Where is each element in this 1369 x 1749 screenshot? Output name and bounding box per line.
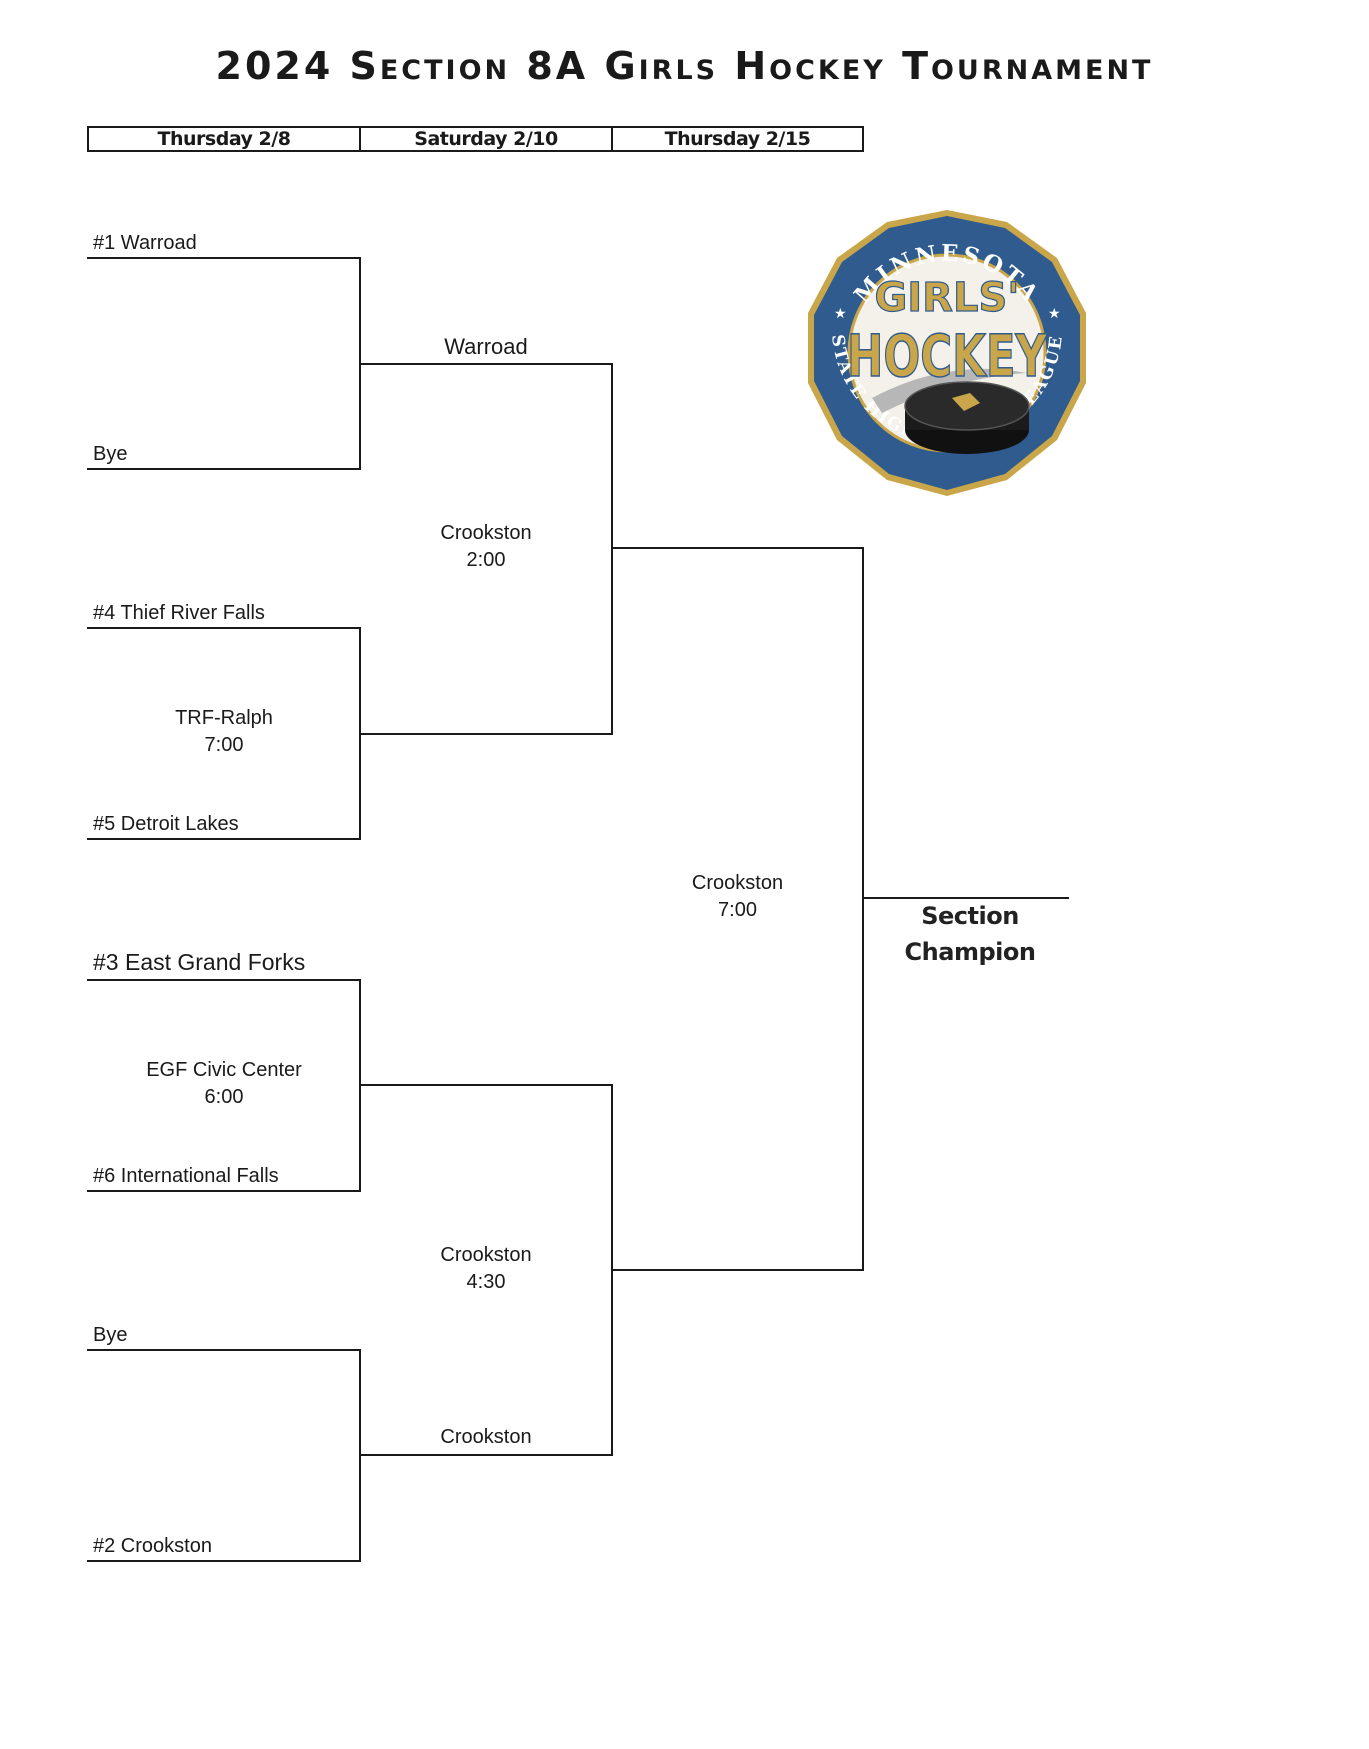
team-bye-top: Bye — [93, 443, 128, 465]
bracket-line-seed3 — [87, 979, 361, 981]
game-venue: Crookston — [440, 1244, 532, 1266]
round-header-1: Thursday 2/8 — [87, 126, 361, 152]
bracket-line-seed6 — [87, 1190, 361, 1192]
bracket-join-sf1 — [611, 363, 613, 735]
bracket-line-r3-2 — [611, 1269, 864, 1271]
bracket-line-r3-1 — [611, 547, 864, 549]
logo-text-line2: HOCKEY — [847, 322, 1048, 390]
team-seed6: #6 International Falls — [93, 1165, 279, 1187]
logo-text-line1: GIRLS' — [874, 275, 1019, 321]
round-header-3: Thursday 2/15 — [611, 126, 864, 152]
team-bye-bottom: Bye — [93, 1324, 128, 1346]
game-time: 4:30 — [466, 1271, 506, 1293]
game-venue: Crookston — [691, 872, 784, 894]
bracket-line-r2-4 — [359, 1454, 613, 1456]
game-qf-trf: TRF-Ralph 7:00 — [87, 705, 361, 759]
winner-qf1: Warroad — [444, 334, 528, 359]
game-qf-egf: EGF Civic Center 6:00 — [87, 1057, 361, 1111]
bracket-line-seed1 — [87, 257, 361, 259]
game-venue: EGF Civic Center — [146, 1059, 302, 1081]
team-seed2: #2 Crookston — [93, 1535, 212, 1557]
bracket-line-seed5 — [87, 838, 361, 840]
champion-label-line1: Section — [921, 902, 1019, 930]
game-venue: Crookston — [440, 522, 532, 544]
game-time: 7:00 — [204, 734, 244, 756]
game-final: Crookston 7:00 — [611, 870, 864, 924]
bracket-line-r2-1 — [359, 363, 613, 365]
game-time: 7:00 — [718, 899, 757, 921]
star-icon: ★ — [1048, 305, 1061, 321]
star-icon: ★ — [834, 305, 847, 321]
team-seed1: #1 Warroad — [93, 232, 197, 254]
page-title: 2024 Section 8A Girls Hockey Tournament — [215, 44, 1154, 88]
section-champion-label: Section Champion — [880, 898, 1060, 970]
bracket-line-r2-2 — [359, 733, 613, 735]
team-seed5: #5 Detroit Lakes — [93, 813, 239, 835]
hockey-puck-icon — [904, 381, 1030, 454]
champion-label-line2: Champion — [904, 938, 1036, 966]
girls-hockey-logo: MINNESOTA STATE HIGH SCHOOL LEAGUE ★ ★ G… — [808, 210, 1086, 496]
bracket-line-bye-top — [87, 468, 361, 470]
game-time: 2:00 — [466, 549, 506, 571]
team-seed4: #4 Thief River Falls — [93, 602, 265, 624]
bracket-line-seed2 — [87, 1560, 361, 1562]
bracket-line-seed4 — [87, 627, 361, 629]
winner-qf4: Crookston — [440, 1426, 532, 1448]
bracket-line-champion — [862, 897, 1069, 899]
bracket-join-final — [862, 547, 864, 1271]
bracket-line-r2-3 — [359, 1084, 613, 1086]
logo-swoosh — [872, 368, 1027, 413]
game-sf-top: Crookston 2:00 — [359, 520, 613, 574]
round-header-2: Saturday 2/10 — [359, 126, 613, 152]
game-time: 6:00 — [204, 1086, 244, 1108]
team-seed3: #3 East Grand Forks — [93, 949, 306, 975]
game-venue: TRF-Ralph — [175, 707, 273, 729]
bracket-line-bye-bottom — [87, 1349, 361, 1351]
game-sf-bottom: Crookston 4:30 — [359, 1242, 613, 1296]
